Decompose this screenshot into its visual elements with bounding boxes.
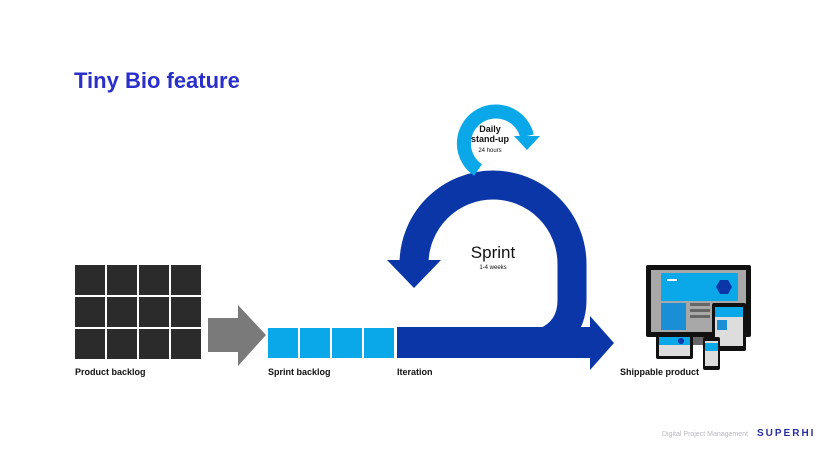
backlog-item	[139, 329, 169, 359]
sprint-backlog-item	[364, 328, 394, 358]
backlog-item	[171, 297, 201, 327]
backlog-item	[107, 329, 137, 359]
shippable-product-label: Shippable product	[620, 367, 700, 377]
gray-arrow	[208, 305, 266, 366]
backlog-item	[75, 265, 105, 295]
standup-label: Daily stand-up 24 hours	[450, 124, 530, 156]
sprint-backlog-item	[300, 328, 330, 358]
sprint-loop-arc	[399, 170, 587, 356]
standup-loop-arc	[456, 104, 534, 176]
backlog-item	[75, 297, 105, 327]
sprint-title: Sprint	[470, 243, 516, 262]
sprint-backlog-item	[268, 328, 298, 358]
sprint-backlog-item	[332, 328, 362, 358]
backlog-item	[107, 265, 137, 295]
sprint-duration: 1-4 weeks	[479, 265, 507, 271]
standup-title-1: Daily	[479, 124, 501, 134]
sprint-arrowhead	[387, 260, 441, 288]
backlog-item	[75, 329, 105, 359]
backlog-item	[171, 265, 201, 295]
footer-text: Digital Project Management	[662, 431, 748, 438]
sprint-backlog-label: Sprint backlog	[268, 367, 331, 377]
product-backlog-label: Product backlog	[75, 367, 146, 377]
iteration-label: Iteration	[397, 367, 433, 377]
backlog-item	[171, 329, 201, 359]
devices-illustration	[646, 265, 751, 370]
standup-duration: 24 hours	[478, 148, 502, 154]
standup-title-2: stand-up	[471, 134, 509, 144]
sprint-backlog-squares	[268, 328, 394, 358]
backlog-item	[107, 297, 137, 327]
standup-arrowhead	[514, 136, 540, 150]
sprint-label: Sprint 1-4 weeks	[453, 243, 533, 271]
product-backlog-grid	[75, 265, 201, 359]
backlog-item	[139, 297, 169, 327]
page-title: Tiny Bio feature	[74, 68, 240, 93]
backlog-item	[139, 265, 169, 295]
superhi-logo: SUPERHI	[757, 428, 816, 439]
